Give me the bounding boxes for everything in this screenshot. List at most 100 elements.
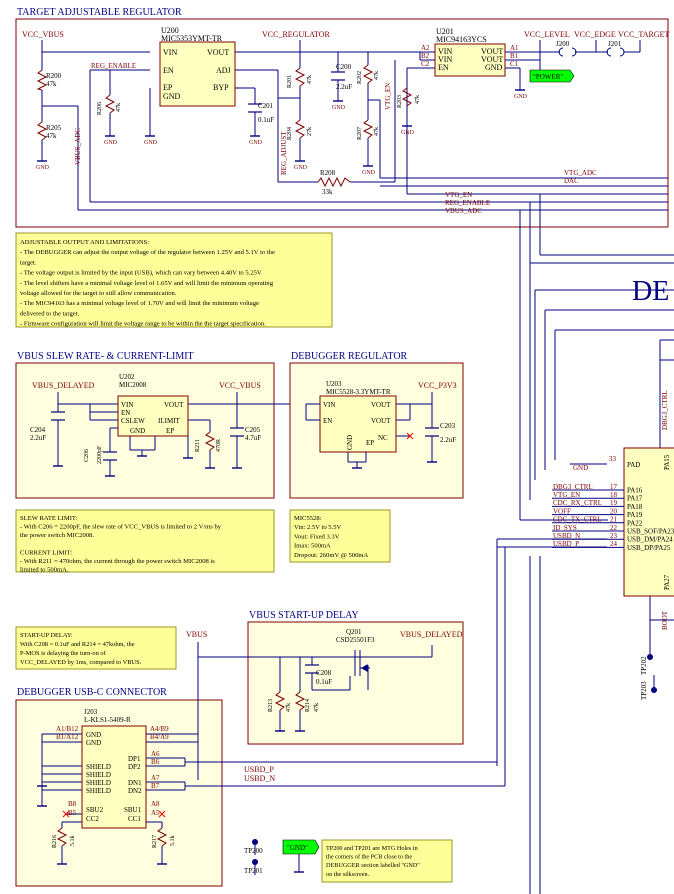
u202-val: MIC2008 [119,381,147,389]
mcu-pin-number: 17 [610,483,618,491]
j203-pin-shield1: SHIELD [86,763,111,771]
mcu-gnd-label: GND [573,464,588,472]
gnd-label: GND [401,130,415,136]
u201-c2: C2 [421,60,430,68]
mcu-bus-wires [496,194,674,894]
net-vbus-delayed-1: VBUS_DELAYED [32,381,95,390]
gnd-flag-label: "GND" [287,844,308,852]
tp201-label: TP201 [244,867,263,875]
mcu-pin-name: PA22 [627,519,643,527]
note-startup-line: START-UP DELAY: [20,632,73,639]
q201-ref: Q201 [346,628,362,636]
power-flag: "POWER" [529,69,575,83]
gnd-label: GND [36,165,50,171]
net-usbd-n: USBD_N [244,774,275,783]
usbc-labels: USBD_P USBD_N R216 5.1k R217 5.1k [52,765,275,848]
j203-pin-cc2: CC2 [86,815,99,823]
u202-pin-en: EN [121,409,130,417]
mcu-pin-name: PA16 [627,487,643,495]
net-vbus-adc: VBUS_ADC [445,207,482,215]
u201-a1: A1 [510,44,519,52]
r211-ref: R211 [195,439,201,452]
gnd-flag: "GND" [282,839,320,866]
note-adjustable-line: target. [20,259,37,266]
net-vcc-vbus-2: VCC_VBUS [219,381,261,390]
net-vcc-vbus: VCC_VBUS [22,30,64,39]
note-tp-line: on the silkscreen. [326,871,370,878]
target-reg-gnd-labels: GND GND GND GND GND GND GND GND GND [36,94,528,176]
target-reg-caps [248,71,345,113]
u202-pins: VIN EN CSLEW GND VOUT ILIMIT EP U202 MIC… [119,373,184,435]
r213-val: 47k [286,703,292,712]
mcu-pin-net: VTG_EN [553,491,580,499]
note-adjustable-line: - The MIC94163 has a minimal voltage lev… [20,300,259,307]
note-mic5528-line: Vout: Fixed 3.3V [294,533,340,540]
j203-a5: A5 [151,809,160,817]
power-flag-label: "POWER" [533,73,563,81]
u202-pin-ep: EP [166,427,174,435]
mcu-pin-number: 20 [610,507,618,515]
c200-ref: C200 [336,63,352,71]
u201-pin-vout1: VOUT [481,47,503,56]
note-adjustable-line: - The level shifters have a minimal volt… [20,280,274,287]
note-startup-line: P-MOS is delaying the turn-on of [20,650,107,657]
net-vtg-en-vert: VTG_EN [384,83,392,110]
u203-pin-nc: NC [378,434,388,442]
u202-body [117,395,189,437]
j203-pins: GND GND SHIELD SHIELD SHIELD SHIELD SBU2… [56,708,169,823]
j203-ref: J203 [84,708,98,716]
note-startup-line: With C208 = 0.1uF and R214 = 47kohm, the [20,641,135,648]
j203-pin-dn2: DN2 [128,787,142,795]
j203-pin-sbu2: SBU2 [86,806,104,814]
r205-ref: R205 [46,124,62,132]
startup-frame [247,621,464,745]
net-vcc-edge: VCC_EDGE [574,30,616,39]
r214-ref: R214 [305,699,311,712]
c203-ref: C203 [440,422,456,430]
net-dac: DAC [564,177,579,185]
tp200-point: TP200 [244,839,263,855]
net-usbd-p: USBD_P [244,765,274,774]
r202-ref: R202 [357,71,363,84]
c201-val: 0.1uF [258,116,274,124]
gnd-label: GND [332,105,346,111]
startup-wires [197,642,433,780]
mcu-pin-net: ID_SYS [553,524,577,532]
gnd-label: GND [514,94,528,100]
u202-ref: U202 [119,373,135,381]
mcu-pin-number: 21 [610,516,618,524]
j203-b4a9: B4/A9 [150,733,169,741]
mcu-pin-net: CDC_RX_CTRL [553,499,602,507]
u203-nc-x [406,432,414,440]
mcu-pa27: PA27 [663,574,671,590]
note-adjustable-line: - The DEBUGGER can adjust the output vol… [20,249,275,256]
tp201-point: TP201 [244,859,263,875]
j203-pin-sbu1: SBU1 [124,806,142,814]
mcu-body [623,447,674,597]
note-adjustable-line: - Firmware configuration will limit the … [20,321,266,328]
u200-pin-adj: ADJ [216,66,231,75]
usbc-nc-marks [62,810,166,818]
tp203-label: TP203 [640,681,648,700]
gnd-label: GND [249,140,263,146]
net-vbus-adc-vert: VBUS_ADC [74,128,82,165]
gnd-label: GND [104,140,118,146]
startup-resistors [274,691,306,711]
tp202-point: TP202 [640,654,653,675]
usbc-resistors [56,827,168,847]
note-mic5528-line: Imax: 500mA [294,543,331,550]
usbc-title: DEBUGGER USB-C CONNECTOR [17,687,167,698]
mcu-pa15: PA15 [663,454,671,470]
u203-body [319,395,397,453]
net-vbus-delayed-2: VBUS_DELAYED [400,630,463,639]
r217-val: 5.1k [170,836,176,847]
note-tp-line: the corners of the PCB close to the [326,854,412,861]
r211-val: 470R [216,439,222,452]
mcu-pad: PAD [627,461,640,469]
j203-pin-gnd1: GND [86,731,101,739]
mcu-pin-net: CDC_TX_CTRL [553,516,602,524]
r206-val: 47k [116,103,122,112]
mcu-pin-number: 23 [610,532,618,540]
net-vcc-target: VCC_TARGET [618,30,669,39]
